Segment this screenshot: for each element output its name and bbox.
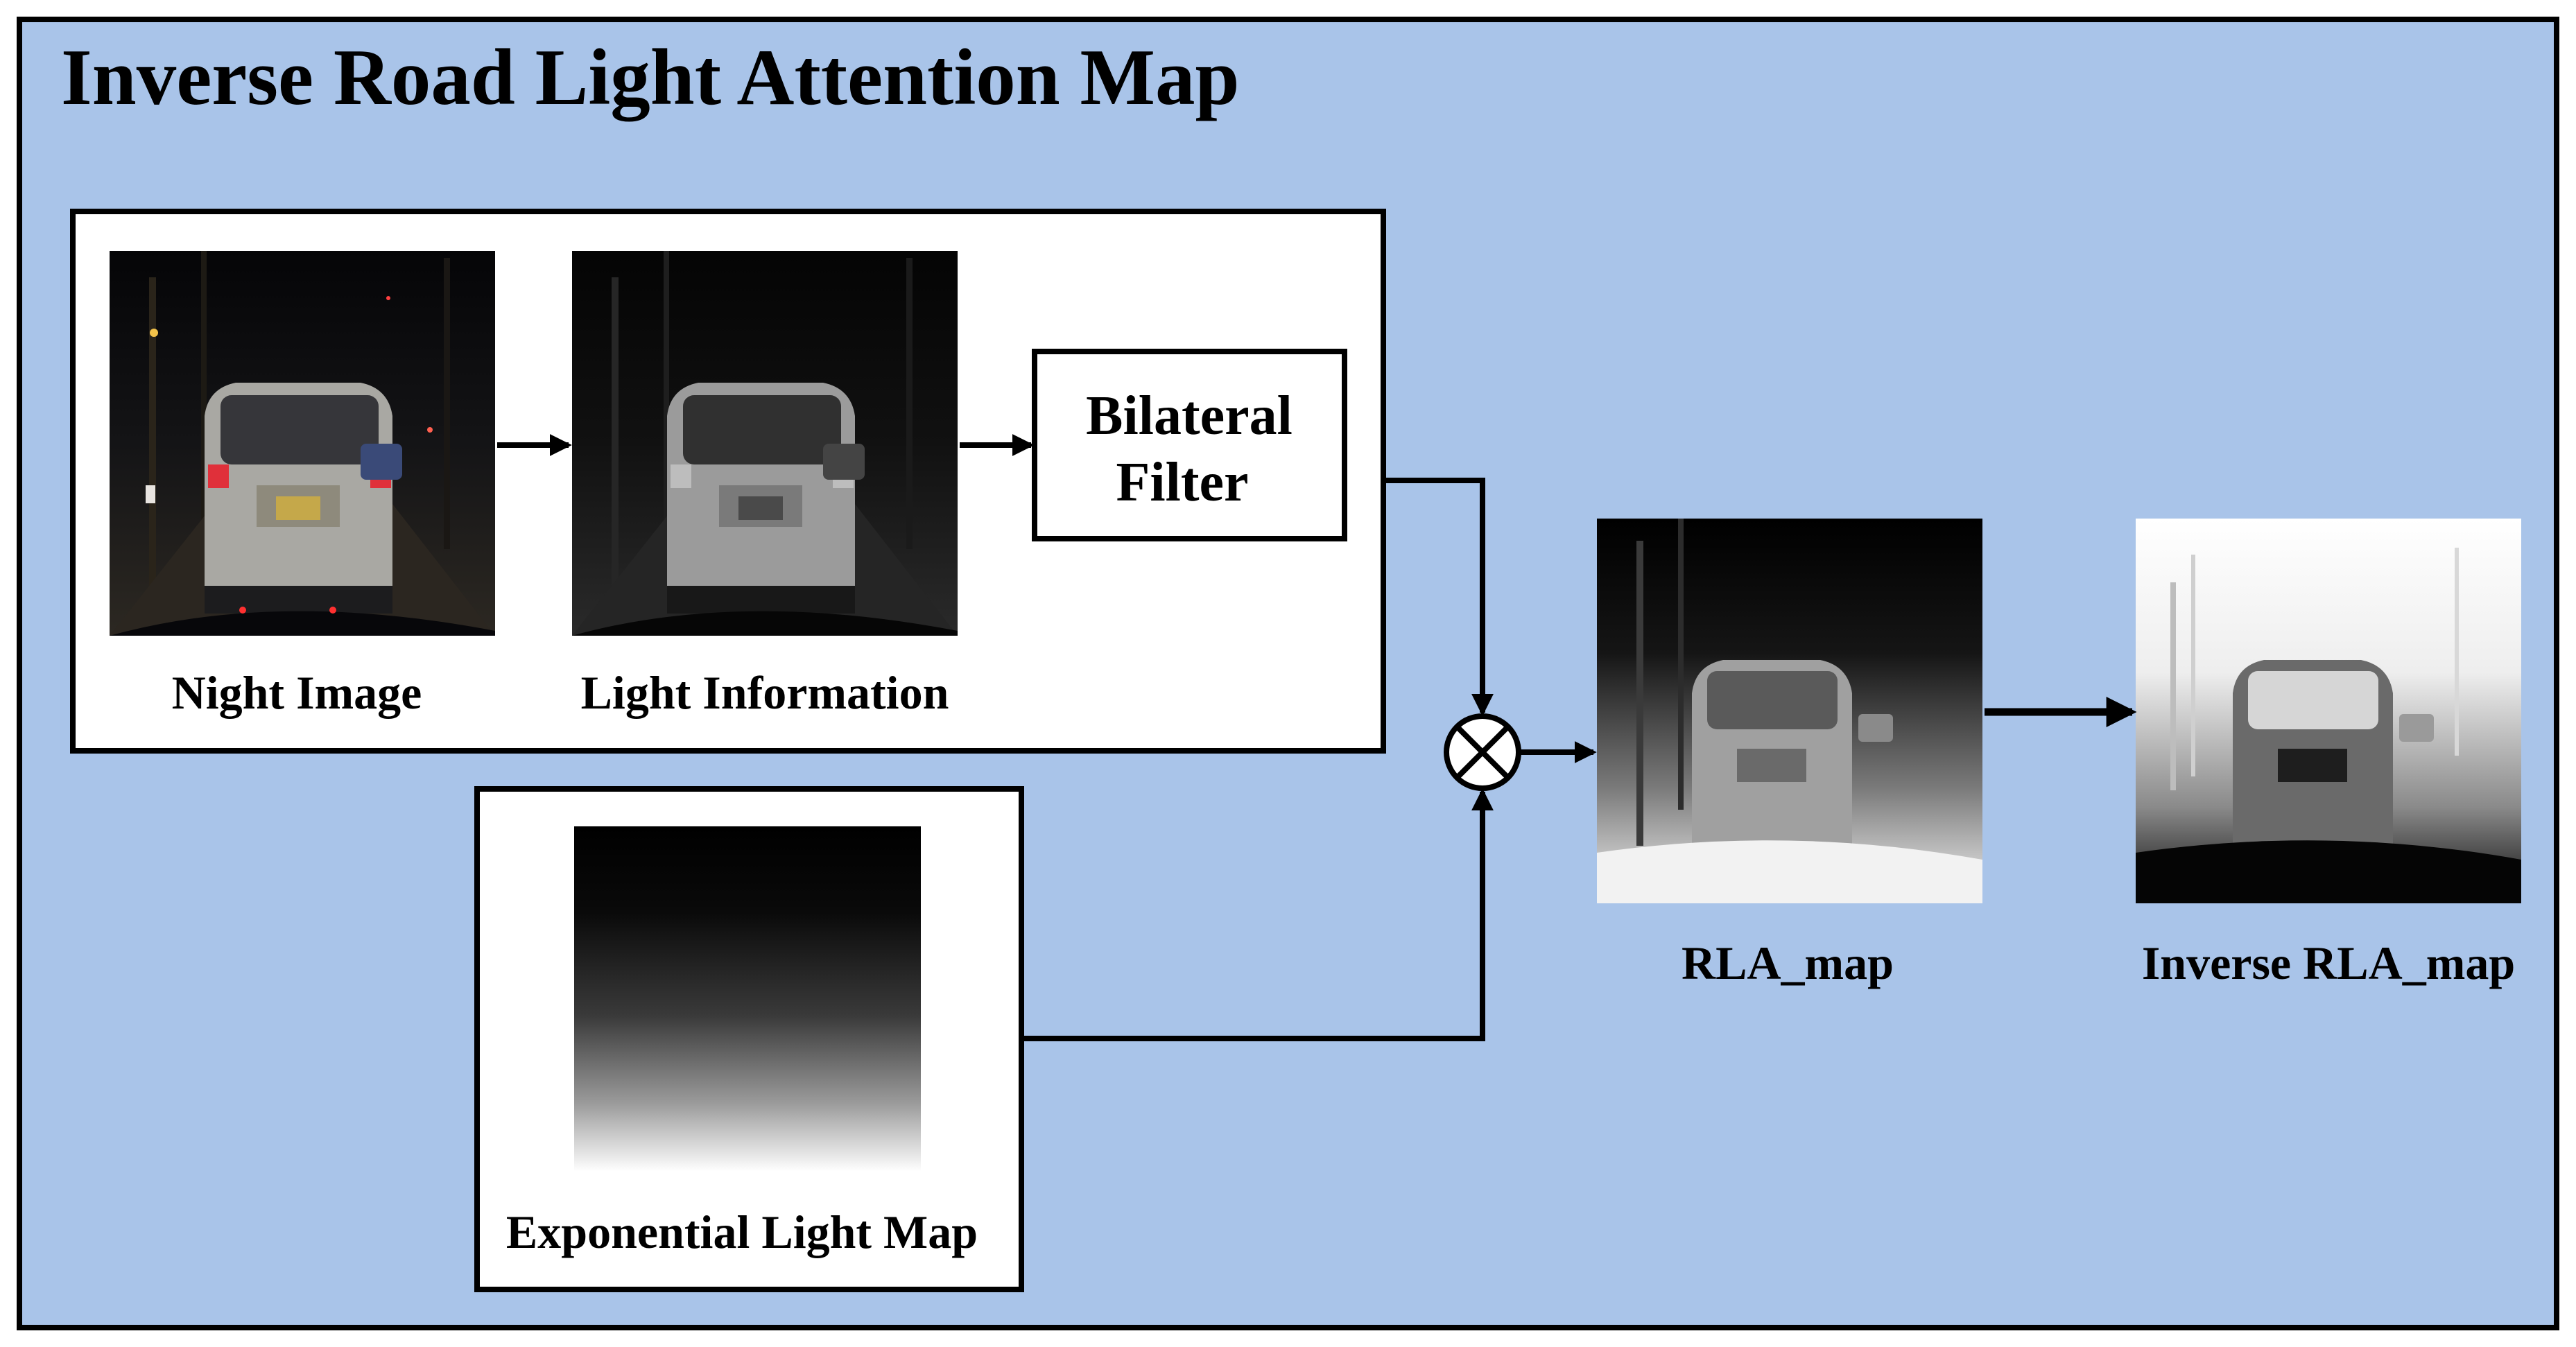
diagram-title: Inverse Road Light Attention Map — [61, 33, 1240, 121]
exponential-light-map-gradient — [574, 826, 921, 1172]
light-information-label: Light Information — [581, 666, 949, 719]
circled-times-icon — [1444, 713, 1521, 791]
light-information-photo — [572, 251, 958, 636]
exponential-light-map-label: Exponential Light Map — [506, 1206, 978, 1258]
inverse-rla-map-photo — [2136, 519, 2521, 903]
bilateral-filter-label-line1: Bilateral — [1086, 385, 1293, 446]
arrow-filter-to-multiply — [1386, 478, 1494, 716]
bilateral-filter-box — [1032, 349, 1347, 541]
rla-map-label: RLA_map — [1682, 937, 1894, 989]
rla-map-photo — [1597, 519, 1982, 903]
arrow-exponential-to-multiply — [1021, 788, 1494, 1041]
inverse-rla-map-label: Inverse RLA_map — [2142, 937, 2515, 989]
night-image-label: Night Image — [172, 666, 422, 719]
night-image-photo — [110, 251, 495, 636]
bilateral-filter-label-line2: Filter — [1116, 452, 1249, 513]
